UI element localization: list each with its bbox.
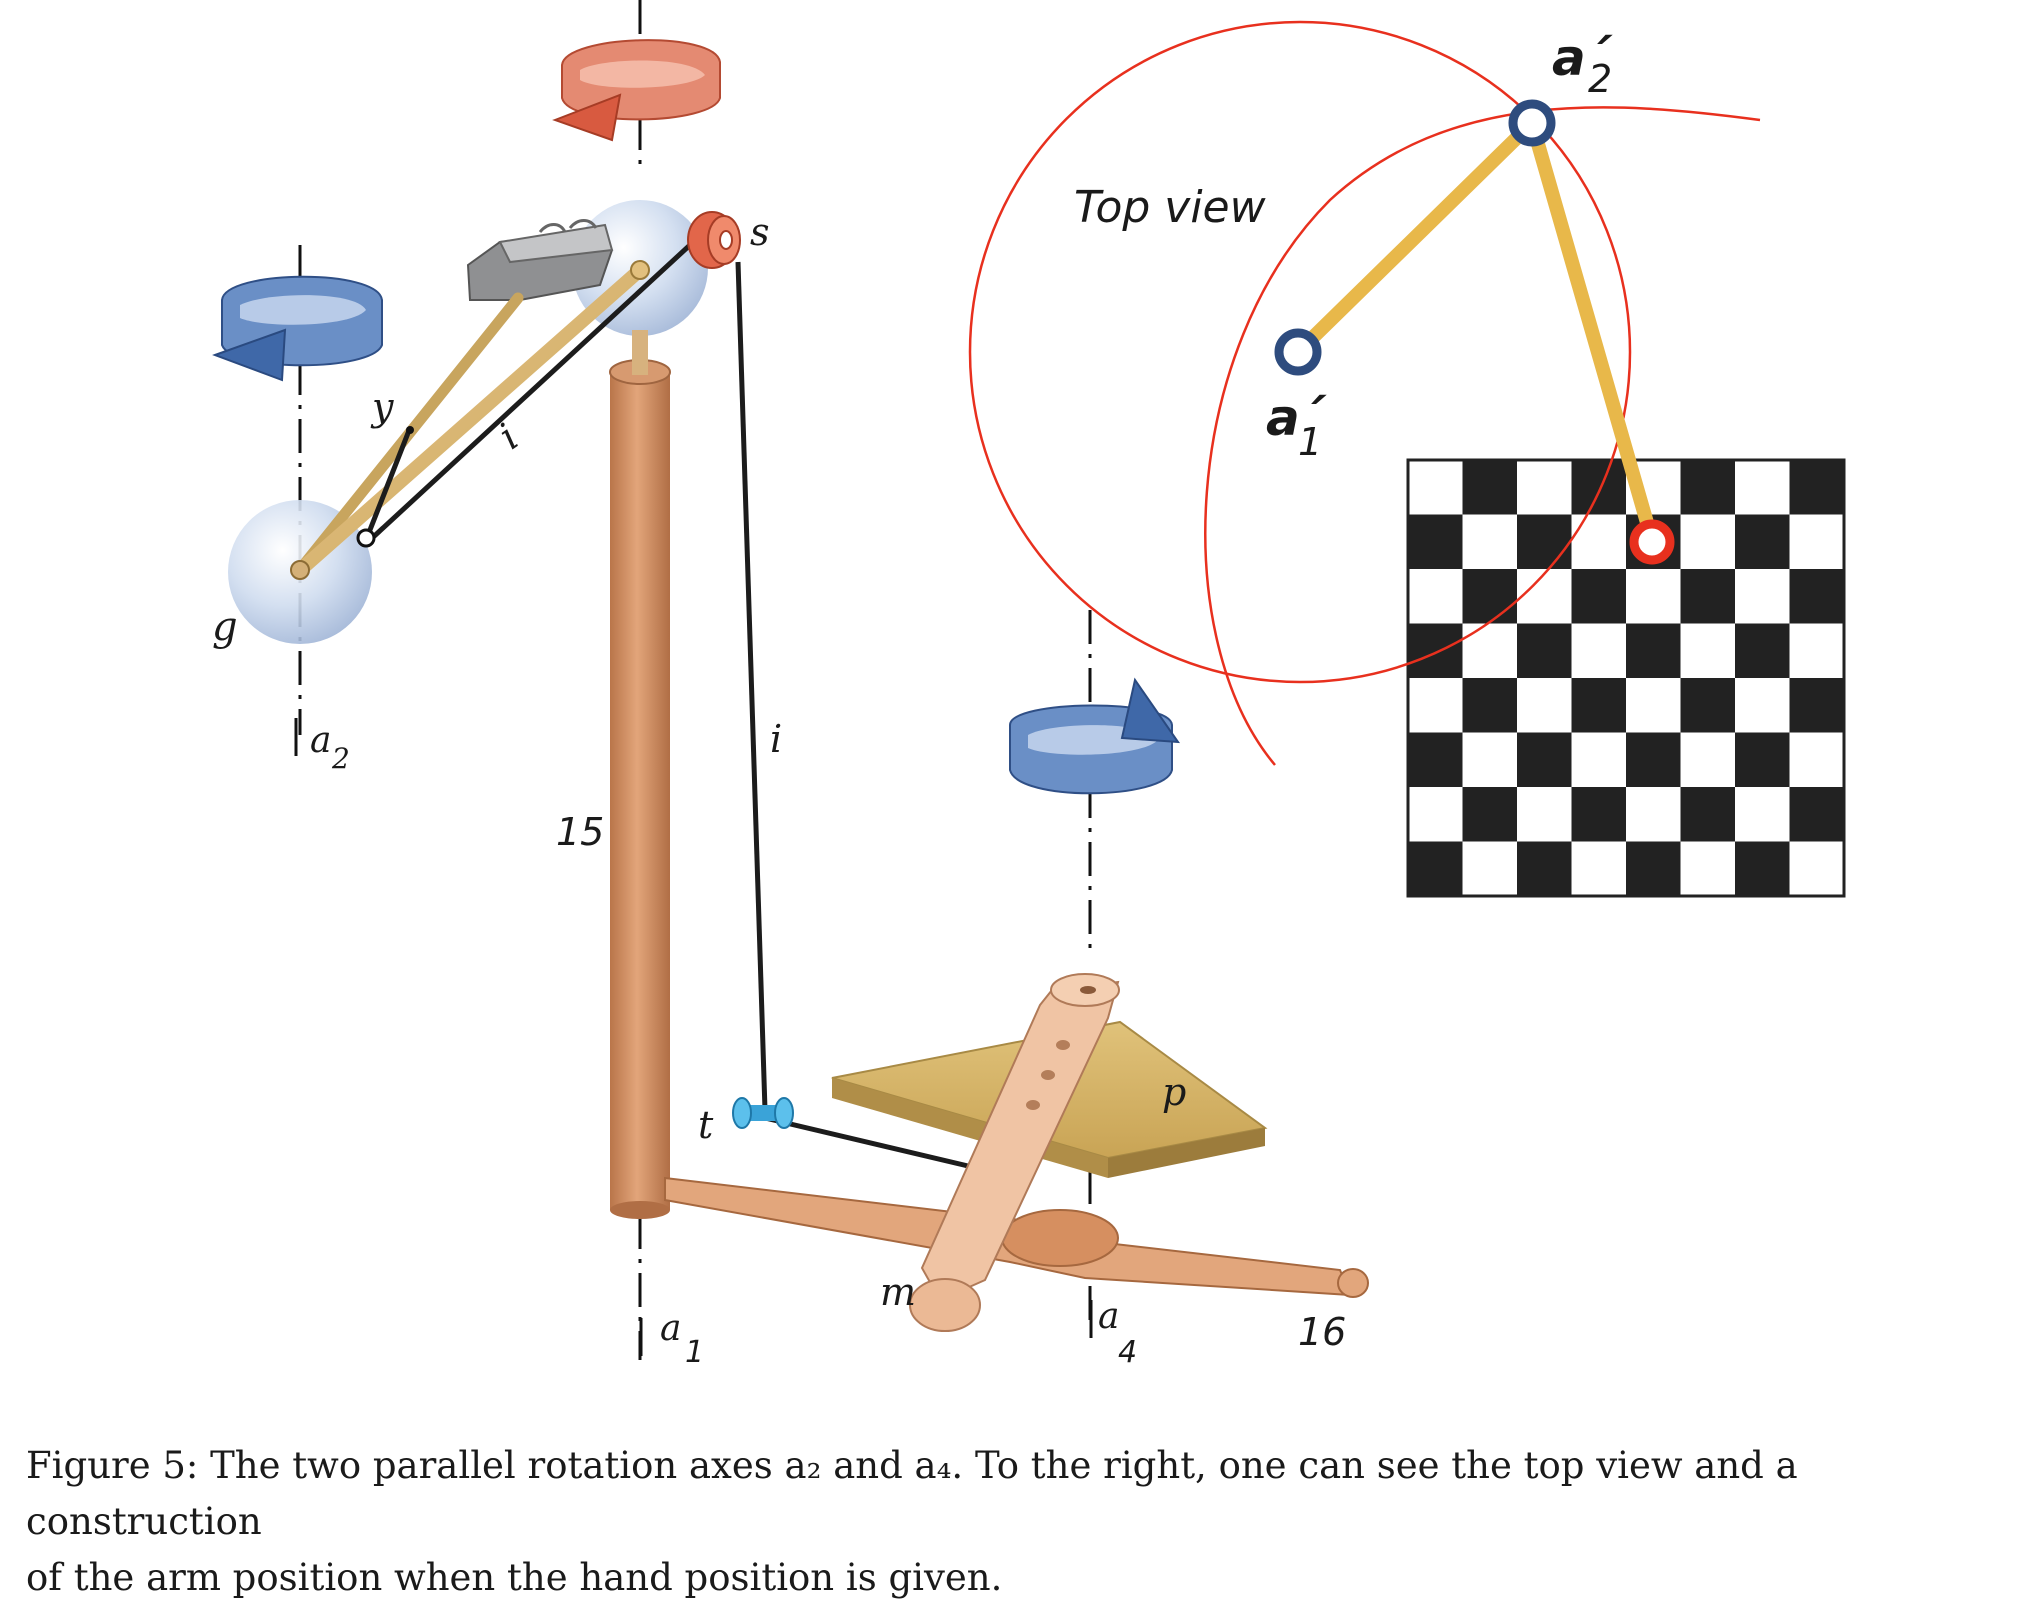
chess-square-dark xyxy=(1571,569,1626,624)
reach-circle-hand xyxy=(1204,106,1761,766)
reach-circle-a1 xyxy=(968,20,1632,684)
svg-text:2: 2 xyxy=(1588,57,1612,101)
label-g: g xyxy=(212,604,238,650)
chess-square-dark xyxy=(1517,514,1572,569)
chess-square-dark xyxy=(1571,678,1626,733)
chess-square-dark xyxy=(1462,678,1517,733)
svg-text:a: a xyxy=(310,720,331,761)
svg-text:a´: a´ xyxy=(1266,389,1327,447)
rotation-arrow-a2-icon xyxy=(212,275,383,382)
rotation-arrow-a1-icon xyxy=(552,39,721,142)
svg-text:4: 4 xyxy=(1118,1335,1137,1370)
figure-diagram: a 2 g y i s i 15 t p m a 1 a 4 16 Top vi… xyxy=(212,0,1846,1370)
svg-text:1: 1 xyxy=(1298,420,1322,464)
chess-square-dark xyxy=(1626,732,1681,787)
chess-square-dark xyxy=(1680,678,1735,733)
chess-square-dark xyxy=(1517,841,1572,896)
chess-square-dark xyxy=(1517,623,1572,678)
label-i-lower: i xyxy=(770,717,782,761)
hand-target xyxy=(1629,519,1675,565)
top-arm-lower xyxy=(1525,116,1659,547)
chess-square-dark xyxy=(1462,569,1517,624)
rotation-arrow-a4-icon xyxy=(1009,677,1181,795)
chess-square-dark xyxy=(1626,623,1681,678)
chess-square-dark xyxy=(1735,623,1790,678)
arm-main xyxy=(291,263,647,579)
chess-square-dark xyxy=(1735,841,1790,896)
gripper-hand xyxy=(466,219,614,301)
svg-text:a: a xyxy=(660,1308,681,1349)
cable-i xyxy=(365,243,986,1173)
label-a2: a 2 xyxy=(294,718,350,775)
pole-15 xyxy=(609,330,671,1219)
chess-square-dark xyxy=(1680,787,1735,842)
chess-square-dark xyxy=(1680,460,1735,515)
chess-square-dark xyxy=(1789,678,1844,733)
chess-square-dark xyxy=(1408,841,1463,896)
chess-square-dark xyxy=(1789,569,1844,624)
label-i-upper: i xyxy=(491,415,526,458)
chess-square-dark xyxy=(1571,787,1626,842)
chess-square-dark xyxy=(1626,841,1681,896)
chess-square-dark xyxy=(1571,460,1626,515)
chess-square-dark xyxy=(1462,460,1517,515)
label-15: 15 xyxy=(556,810,604,854)
caption-line-2: of the arm position when the hand positi… xyxy=(26,1556,1003,1599)
figure-caption: Figure 5: The two parallel rotation axes… xyxy=(26,1438,2016,1606)
chess-square-dark xyxy=(1680,569,1735,624)
svg-text:a´: a´ xyxy=(1552,29,1613,87)
chess-square-dark xyxy=(1789,460,1844,515)
pulley-t xyxy=(732,1097,794,1129)
lever-16 xyxy=(664,1176,1369,1298)
svg-text:a: a xyxy=(1098,1296,1119,1337)
joint-a2-prime xyxy=(1508,99,1556,147)
chess-square-dark xyxy=(1408,623,1463,678)
label-a1: a 1 xyxy=(639,1308,704,1370)
label-16: 16 xyxy=(1298,1310,1346,1354)
chess-square-dark xyxy=(1517,732,1572,787)
chess-square-dark xyxy=(1408,514,1463,569)
joint-a1-prime xyxy=(1274,328,1322,376)
label-a4: a 4 xyxy=(1089,1296,1137,1370)
top-view-title: Top view xyxy=(1074,182,1267,233)
top-arm-upper xyxy=(1291,116,1539,359)
caption-line-1: Figure 5: The two parallel rotation axes… xyxy=(26,1444,1810,1543)
label-s: s xyxy=(750,210,770,254)
chess-square-dark xyxy=(1735,732,1790,787)
label-p: p xyxy=(1162,1070,1186,1114)
label-y: y xyxy=(370,385,394,429)
lever-m xyxy=(909,973,1120,1332)
pulley-s xyxy=(687,211,741,269)
chess-square-dark xyxy=(1789,787,1844,842)
chess-square-dark xyxy=(1408,732,1463,787)
svg-text:2: 2 xyxy=(331,742,350,775)
label-a1-prime: a´ 1 xyxy=(1266,389,1327,464)
label-a2-prime: a´ 2 xyxy=(1552,29,1613,101)
label-t: t xyxy=(698,1103,714,1147)
chessboard xyxy=(1406,458,1846,898)
svg-text:1: 1 xyxy=(685,1335,704,1370)
label-m: m xyxy=(880,1270,916,1314)
chess-square-dark xyxy=(1462,787,1517,842)
chess-square-dark xyxy=(1735,514,1790,569)
